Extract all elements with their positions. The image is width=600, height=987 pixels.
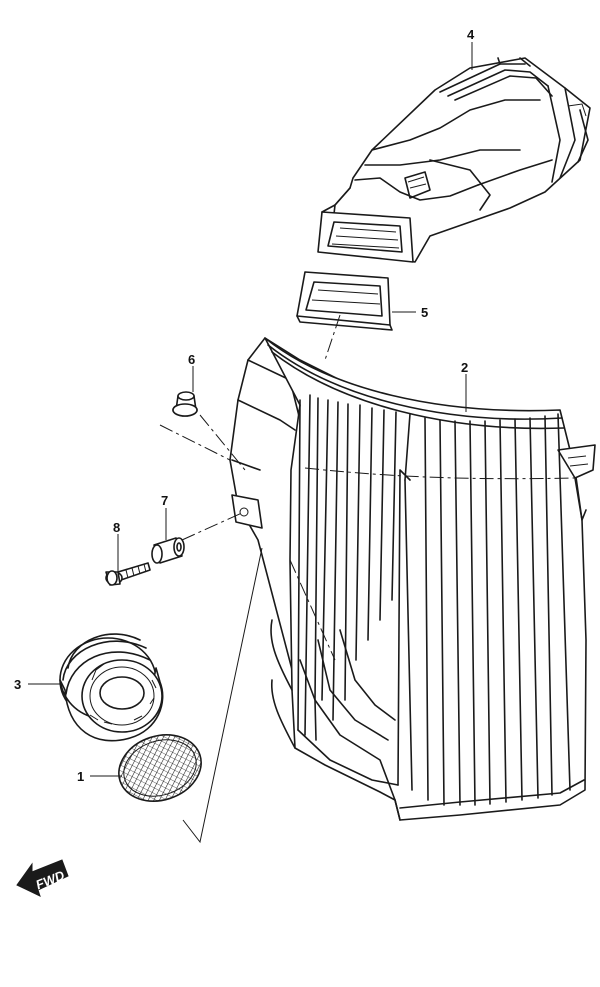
main-cover-part [229,337,596,821]
callout-4: 4 [467,27,475,42]
grommet-part [172,391,198,417]
bolt-part [105,562,151,586]
callout-3: 3 [14,677,21,692]
filter-housing-part [59,633,164,742]
callout-labels: 4 5 2 6 7 8 3 1 [14,27,475,784]
callout-leaders [28,42,473,777]
duct-seal-part [296,271,393,331]
air-duct-part [317,57,591,263]
callout-6: 6 [188,352,195,367]
callout-2: 2 [461,360,468,375]
arrow-left-icon [16,859,69,897]
callout-5: 5 [421,305,428,320]
bushing-part [151,537,185,564]
assembly-lines [159,314,341,844]
filter-element-part [118,734,202,802]
fwd-direction-indicator: FWD [16,859,69,897]
callout-7: 7 [161,493,168,508]
callout-1: 1 [77,769,84,784]
callout-8: 8 [113,520,120,535]
